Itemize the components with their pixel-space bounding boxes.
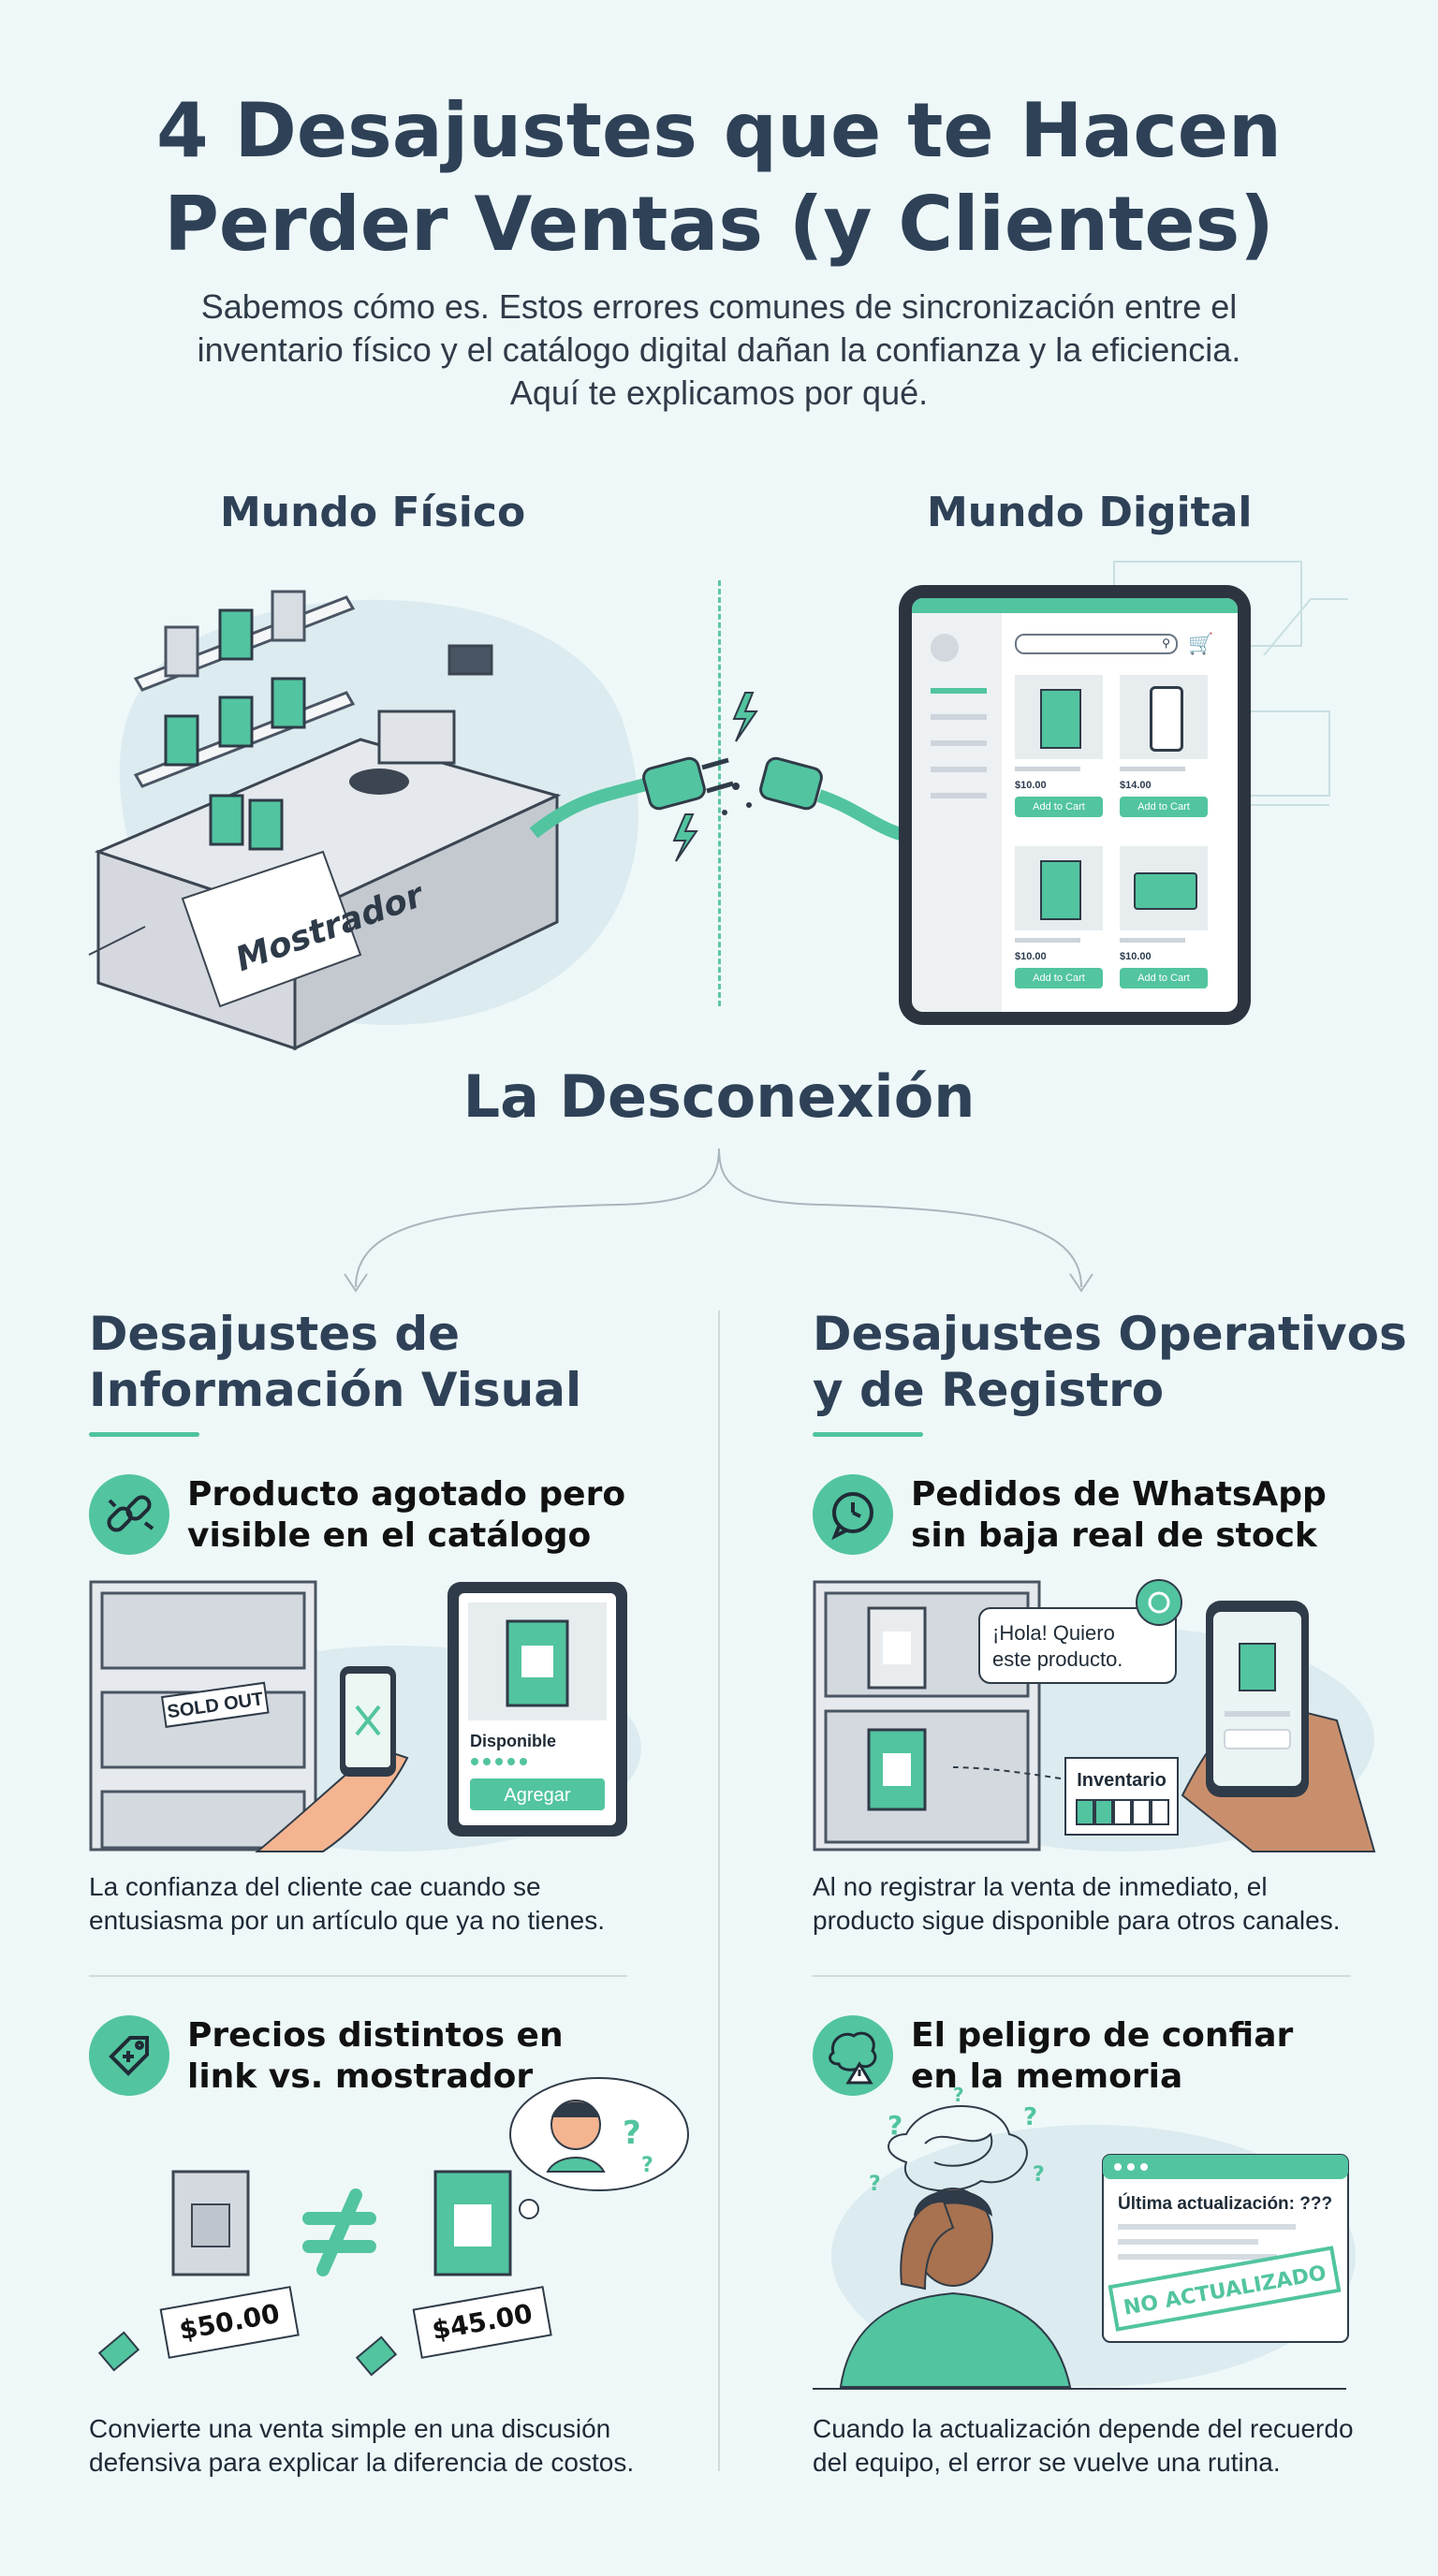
available-label: Disponible [470,1732,556,1750]
item-desc-line-1: La confianza del cliente cae cuando se [89,1872,541,1901]
item-description: La confianza del cliente cae cuando se e… [89,1870,688,1938]
product-card[interactable]: $10.00 Add to Cart [1120,846,1213,1001]
title-underline [813,1432,923,1437]
add-to-cart-button[interactable]: Add to Cart [1120,968,1208,988]
sidebar-item-active[interactable] [931,688,987,694]
item-desc-line-2: del equipo, el error se vuelve una rutin… [813,2448,1281,2477]
item-title-line-1: Precios distintos en [187,2016,564,2055]
price-mismatch-illustration: $50.00 $45.00 ? ? [89,2077,689,2396]
sidebar-item[interactable] [931,740,987,746]
center-divider [718,580,721,1006]
item-title-line-2: en la memoria [911,2057,1183,2096]
item-description: Al no registrar la venta de inmediato, e… [813,1870,1412,1938]
sold-out-illustration: SOLD OUT Disponible Agregar [89,1580,641,1852]
col-title-line-2: y de Registro [813,1363,1165,1417]
item-title-line-1: Producto agotado pero [187,1475,626,1514]
title-underline [89,1432,199,1437]
branch-arrows [337,1147,1105,1296]
svg-text:?: ? [888,2110,902,2141]
svg-text:?: ? [1033,2163,1045,2187]
svg-text:?: ? [953,2084,964,2106]
item-description: Cuando la actualización depende del recu… [813,2412,1412,2480]
svg-text:?: ? [641,2154,653,2177]
product-price: $14.00 [1120,780,1152,791]
item-title: Precios distintos en link vs. mostrador [187,2015,564,2098]
chat-line-1: ¡Hola! Quiero [992,1621,1115,1645]
inventory-label: Inventario [1077,1770,1167,1791]
item-divider [89,1975,627,1977]
chat-clock-icon [813,1474,893,1555]
col-title-line-1: Desajustes Operativos [813,1307,1407,1361]
product-card[interactable]: $10.00 Add to Cart [1015,675,1108,829]
whatsapp-order-illustration: ¡Hola! Quiero este producto. Inventario [813,1579,1376,1852]
left-column-title: Desajustes de Información Visual [89,1306,581,1418]
item-title-line-2: sin baja real de stock [911,1516,1317,1555]
item-desc-line-1: Convierte una venta simple en una discus… [89,2414,611,2443]
product-card[interactable]: $14.00 Add to Cart [1120,675,1213,829]
page-title: 4 Desajustes que te Hacen Perder Ventas … [0,84,1438,271]
add-to-cart-button[interactable]: Add to Cart [1015,968,1103,988]
subtitle-line-3: Aquí te explicamos por qué. [509,373,929,412]
title-line-1: 4 Desajustes que te Hacen [156,87,1282,174]
item-title-line-2: link vs. mostrador [187,2057,534,2096]
item-title: El peligro de confiar en la memoria [911,2015,1293,2098]
item-description: Convierte una venta simple en una discus… [89,2412,707,2480]
tablet-sidebar [912,613,1002,1012]
item-title: Producto agotado pero visible en el catá… [187,1474,625,1557]
col-title-line-1: Desajustes de [89,1307,461,1361]
add-button[interactable]: Agregar [504,1785,570,1806]
price-tag-icon [89,2015,169,2096]
item-desc-line-1: Al no registrar la venta de inmediato, e… [813,1872,1268,1901]
add-to-cart-button[interactable]: Add to Cart [1015,797,1103,817]
item-title: Pedidos de WhatsApp sin baja real de sto… [911,1474,1327,1557]
search-icon: ⚲ [1162,637,1170,650]
shelf-unit [133,590,356,788]
sidebar-item[interactable] [931,767,987,772]
page-subtitle: Sabemos cómo es. Estos errores comunes d… [110,285,1328,415]
chat-line-2: este producto. [992,1647,1123,1671]
product-price: $10.00 [1120,951,1152,962]
last-update-label: Última actualización: ??? [1118,2193,1332,2214]
item-desc-line-2: defensiva para explicar la diferencia de… [89,2448,635,2477]
brain-warning-icon [813,2015,893,2096]
right-column-title: Desajustes Operativos y de Registro [813,1306,1407,1418]
item-title-line-1: Pedidos de WhatsApp [911,1475,1327,1514]
memory-danger-illustration: ????? Última actualización: ??? NO ACTUA… [813,2084,1374,2396]
disconnect-title: La Desconexión [462,1062,976,1131]
disconnected-plug [524,674,919,889]
subtitle-line-2: inventario físico y el catálogo digital … [197,330,1241,369]
broken-link-icon [89,1474,169,1555]
product-card[interactable]: $10.00 Add to Cart [1015,846,1108,1001]
counter: Mostrador [94,644,562,1051]
cart-icon[interactable]: 🛒 [1188,632,1214,655]
item-divider [813,1975,1351,1977]
item-desc-line-2: producto sigue disponible para otros can… [813,1906,1341,1935]
physical-world-label: Mundo Físico [220,489,526,536]
column-divider [718,1310,720,2471]
product-price: $10.00 [1015,951,1047,962]
sidebar-item[interactable] [931,714,987,720]
item-title-line-1: El peligro de confiar [911,2016,1294,2055]
product-price: $10.00 [1015,780,1047,791]
tablet-screen: ⚲ 🛒 $10.00 Add to Cart $14.00 Add to Car… [912,598,1238,1012]
title-line-2: Perder Ventas (y Clientes) [164,181,1274,268]
avatar [931,634,959,662]
whatsapp-icon [1136,1579,1182,1626]
tablet: ⚲ 🛒 $10.00 Add to Cart $14.00 Add to Car… [899,585,1251,1025]
item-title-line-2: visible en el catálogo [187,1516,592,1555]
sidebar-item[interactable] [931,793,987,798]
tablet-top-bar [912,598,1238,613]
col-title-line-2: Información Visual [89,1363,582,1417]
svg-text:?: ? [623,2115,641,2152]
subtitle-line-1: Sabemos cómo es. Estos errores comunes d… [200,287,1238,326]
digital-world-label: Mundo Digital [927,489,1253,536]
item-desc-line-2: entusiasma por un artículo que ya no tie… [89,1906,606,1935]
item-desc-line-1: Cuando la actualización depende del recu… [813,2414,1354,2443]
physical-world-illustration: Mostrador [88,552,688,1058]
svg-text:?: ? [1023,2103,1037,2131]
tablet-search-input[interactable]: ⚲ [1015,634,1178,654]
svg-text:?: ? [869,2173,881,2196]
add-to-cart-button[interactable]: Add to Cart [1120,797,1208,817]
